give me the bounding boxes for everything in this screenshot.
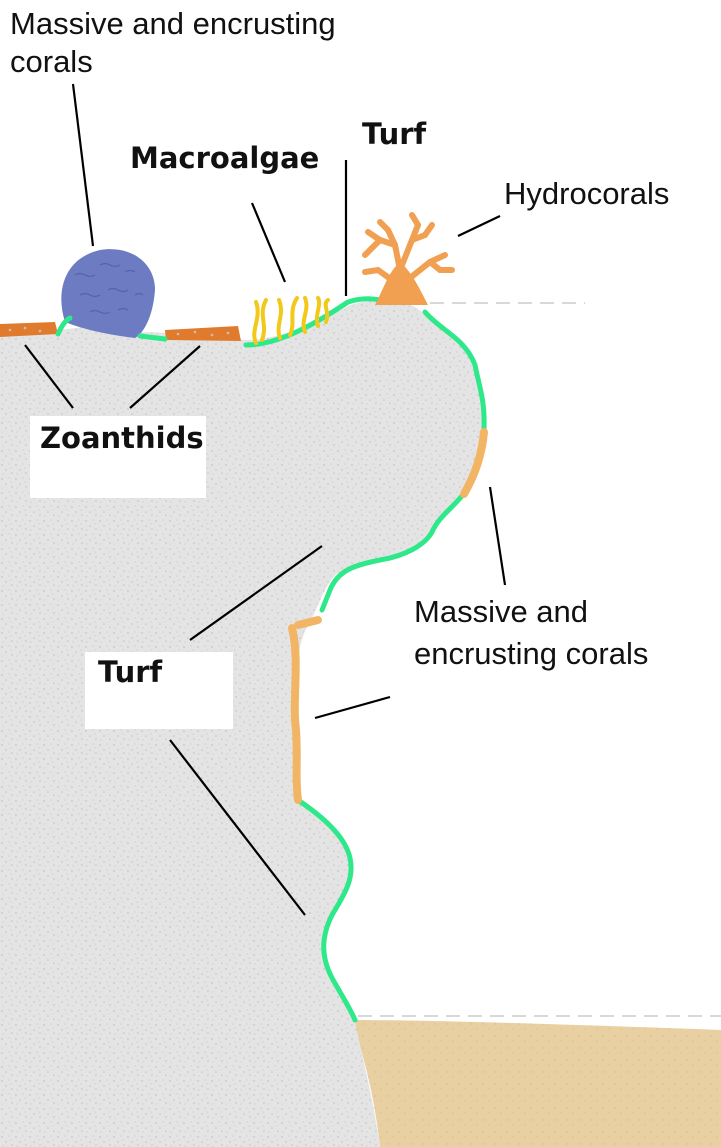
label-wall-corals-line2: encrusting corals [414, 636, 649, 671]
label-turf-wall: Turf [98, 655, 163, 689]
label-zoanthids: Zoanthids [40, 421, 204, 455]
label-top-corals-line2: corals [10, 44, 93, 79]
label-wall-corals-line1: Massive and [414, 594, 589, 629]
hydrocoral-icon [362, 212, 455, 305]
zoanthid-right [165, 326, 241, 341]
reef-rock [0, 299, 486, 1147]
sand-floor [352, 1020, 721, 1147]
turf-top [55, 296, 383, 348]
label-turf-top: Turf [362, 117, 427, 151]
label-top-corals-line1: Massive and encrusting [10, 6, 336, 41]
leader-lines [24, 83, 507, 916]
coral-texture [74, 262, 144, 315]
zoanthids-label-box [30, 416, 206, 498]
zoanthid-left [0, 322, 58, 337]
turf-wall [295, 309, 487, 1023]
massive-coral-dome [61, 249, 155, 338]
macroalgae-icon [252, 296, 330, 345]
wall-coral [288, 428, 488, 804]
label-macroalgae: Macroalgae [130, 141, 320, 175]
turf-label-box [85, 652, 233, 729]
zoanthid-dots [8, 326, 230, 337]
label-hydrocorals: Hydrocorals [504, 176, 670, 211]
